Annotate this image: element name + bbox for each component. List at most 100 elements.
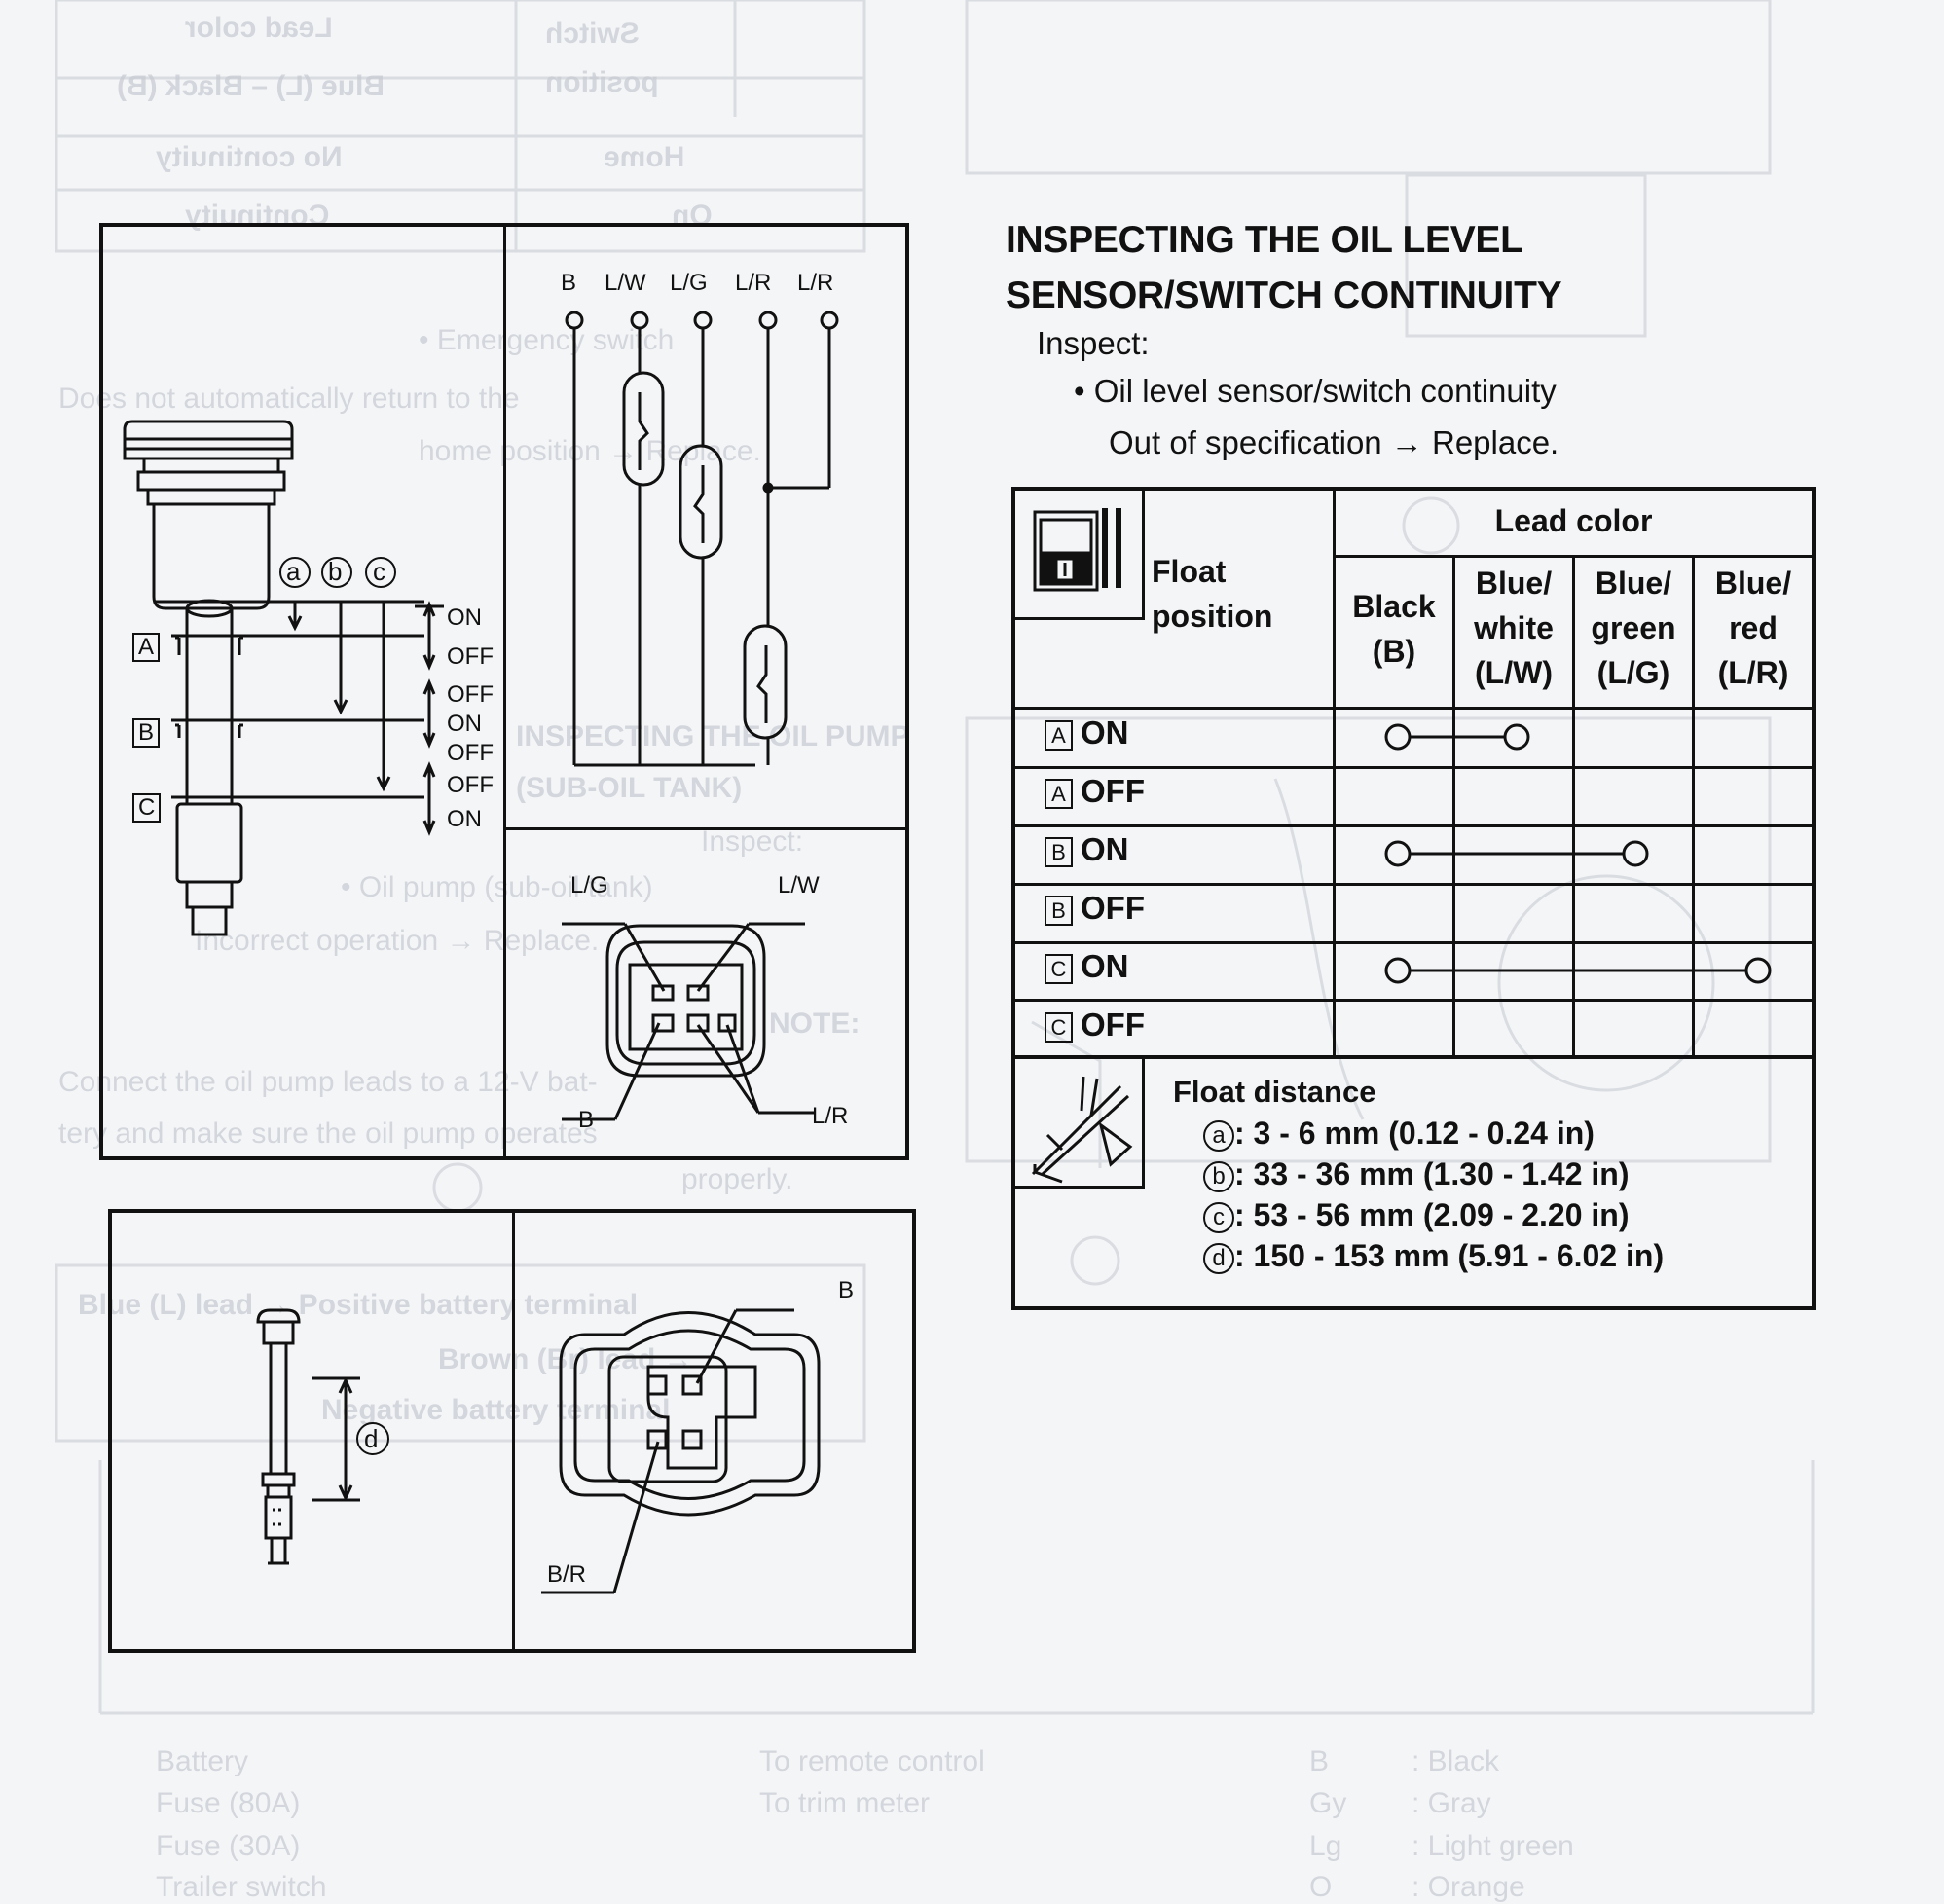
sensor-connector-drawing — [562, 922, 815, 1121]
ghost-text: Blue (L) lead → Positive battery termina… — [78, 1289, 639, 1321]
header-line: red — [1729, 610, 1778, 645]
state-label: OFF — [447, 643, 494, 670]
table-line — [1692, 555, 1695, 1058]
ghost-text: Fuse (30A) — [156, 1830, 301, 1862]
state-label: OFF — [447, 772, 494, 798]
table-line — [1452, 555, 1455, 1058]
distance-row: d: 150 - 153 mm (5.91 - 6.02 in) — [1203, 1238, 1664, 1274]
float-marker-a: A — [132, 633, 161, 662]
row-state: OFF — [1081, 1007, 1145, 1043]
table-line — [1015, 999, 1812, 1002]
ghost-text: Connect the oil pump leads to a 12-V bat… — [58, 1066, 598, 1098]
connector-label: L/W — [778, 872, 820, 898]
header-line: Black — [1352, 589, 1436, 624]
connector-front-view — [541, 1308, 821, 1594]
header-line: white — [1474, 610, 1554, 645]
marker-a: a — [286, 557, 301, 586]
header-line: Blue/ — [1714, 566, 1792, 601]
distance-marker: c — [1203, 1201, 1234, 1233]
replace-instruction: Out of specification → Replace. — [1109, 424, 1559, 460]
table-line — [1333, 491, 1336, 1058]
header-line: green — [1591, 610, 1676, 645]
ghost-text: Gy — [1309, 1787, 1347, 1819]
column-header-blue-green: Blue/ green (L/G) — [1575, 561, 1692, 695]
ghost-text: To trim meter — [759, 1787, 931, 1819]
ghost-text: Inspect: — [701, 825, 804, 858]
header-line: (L/G) — [1596, 655, 1670, 690]
row-state: ON — [1081, 714, 1129, 751]
ghost-text: NOTE: — [769, 1007, 861, 1040]
header-line: Blue/ — [1475, 566, 1553, 601]
table-line — [1015, 883, 1812, 886]
row-label-c-on: C ON — [1045, 948, 1129, 985]
distance-row: b: 33 - 36 mm (1.30 - 1.42 in) — [1203, 1156, 1630, 1192]
float-switch-drawing — [123, 420, 444, 936]
float-position-header: Float position — [1152, 549, 1327, 639]
ghost-text: B — [1309, 1745, 1330, 1777]
connector-label: B — [578, 1107, 595, 1133]
figure-divider — [512, 1213, 515, 1649]
sensor-side-view — [256, 1308, 389, 1565]
marker-c: c — [373, 557, 385, 586]
switch-diagram-figure: a b c A B C ON OFF OFF ON OFF OFF ON B L… — [99, 223, 909, 1160]
table-line — [1015, 941, 1812, 944]
ghost-text: Fuse (80A) — [156, 1787, 301, 1819]
continuity-spec-table: Float position Lead color Black (B) Blue… — [1011, 487, 1816, 1310]
marker-b: b — [328, 557, 343, 586]
ghost-text: : Gray — [1412, 1787, 1491, 1819]
ghost-text: To remote control — [759, 1745, 985, 1777]
column-header-blue-white: Blue/ white (L/W) — [1455, 561, 1572, 695]
table-line — [1015, 707, 1812, 710]
header-line: (B) — [1372, 634, 1416, 669]
state-label: ON — [447, 806, 482, 832]
ghost-text: : Black — [1412, 1745, 1500, 1777]
float-marker-box: A — [1045, 719, 1073, 751]
float-marker-box: C — [1045, 953, 1073, 984]
float-marker-b: B — [132, 718, 161, 748]
distance-value: : 150 - 153 mm (5.91 - 6.02 in) — [1234, 1238, 1665, 1273]
connector-label: L/G — [570, 872, 608, 898]
state-label: OFF — [447, 681, 494, 708]
table-line — [1015, 1186, 1142, 1189]
terminal-label: B — [561, 270, 577, 296]
float-distance-title: Float distance — [1173, 1075, 1376, 1109]
distance-marker: a — [1203, 1119, 1234, 1152]
caliper-icon — [1031, 1076, 1133, 1184]
row-state: ON — [1081, 831, 1129, 867]
terminal-label: L/W — [605, 270, 646, 296]
distance-marker: b — [1203, 1160, 1234, 1192]
row-state: OFF — [1081, 890, 1145, 926]
table-line — [1142, 1058, 1145, 1189]
terminal-label: L/G — [670, 270, 708, 296]
continuity-marks — [1384, 723, 1772, 984]
row-state: ON — [1081, 948, 1129, 984]
column-header-blue-red: Blue/ red (L/R) — [1695, 561, 1812, 695]
ghost-text: Battery — [156, 1745, 249, 1777]
float-marker-box: C — [1045, 1011, 1073, 1043]
ghost-text: Brown (Br) lead → — [438, 1343, 693, 1375]
ghost-text: properly. — [681, 1163, 793, 1195]
float-distance-figure: d B B/R — [108, 1209, 916, 1653]
ghost-text: Lg — [1309, 1830, 1342, 1862]
float-marker-box: B — [1045, 895, 1073, 926]
state-label: OFF — [447, 740, 494, 766]
ghost-text: (SUB-OIL TANK) — [516, 772, 743, 804]
row-label-b-off: B OFF — [1045, 890, 1145, 927]
figure-divider — [503, 827, 905, 830]
state-label: ON — [447, 604, 482, 631]
title-line: INSPECTING THE OIL LEVEL — [1006, 219, 1523, 261]
title-line: SENSOR/SWITCH CONTINUITY — [1006, 275, 1562, 316]
distance-value: : 3 - 6 mm (0.12 - 0.24 in) — [1234, 1116, 1595, 1151]
header-line: Float — [1152, 554, 1227, 589]
distance-value: : 53 - 56 mm (2.09 - 2.20 in) — [1234, 1197, 1630, 1232]
connector-label: B/R — [547, 1561, 587, 1588]
header-line: Blue/ — [1595, 566, 1672, 601]
ghost-text: tery and make sure the oil pump operates — [58, 1117, 598, 1150]
connector-label: B — [838, 1277, 855, 1303]
row-state: OFF — [1081, 773, 1145, 809]
inspect-label: Inspect: — [1037, 325, 1150, 361]
